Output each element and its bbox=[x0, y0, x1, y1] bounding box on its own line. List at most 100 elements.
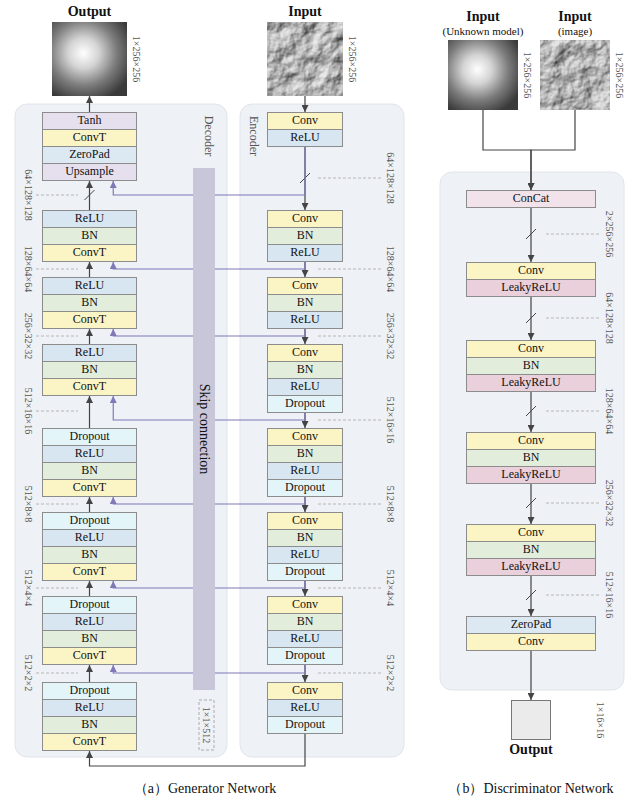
dimension-label: 1×256×256 bbox=[130, 36, 142, 82]
label-holder: 512×16×16 bbox=[603, 572, 615, 618]
layer-box: Conv bbox=[466, 262, 596, 280]
layer-box: ReLU bbox=[267, 699, 343, 717]
layer-box: BN bbox=[267, 361, 343, 379]
label-holder: 64×128×128 bbox=[384, 152, 396, 203]
decoder-panel-ground bbox=[15, 104, 227, 757]
layer-name: ReLU bbox=[290, 246, 319, 260]
layer-box: LeakyReLU bbox=[466, 279, 596, 297]
layer-name: ReLU bbox=[290, 632, 319, 646]
layer-box: Dropout bbox=[42, 428, 137, 446]
layer-name: Conv bbox=[518, 434, 544, 448]
text-holder: Input(Unknown model) bbox=[443, 9, 524, 38]
layer-name: ReLU bbox=[75, 212, 104, 226]
layer-name: Conv bbox=[292, 212, 318, 226]
label-holder: 1×256×256 bbox=[346, 36, 358, 82]
layer-name: BN bbox=[523, 543, 540, 557]
layer-box: BN bbox=[466, 541, 596, 559]
layer-name: Conv bbox=[518, 635, 544, 649]
figure-caption: （b）Discriminator Network bbox=[448, 781, 613, 797]
layer-name: ReLU bbox=[75, 346, 104, 360]
label-holder: 512×8×8 bbox=[384, 486, 396, 522]
layer-name: Dropout bbox=[70, 430, 110, 444]
label-holder: 512×4×4 bbox=[384, 570, 396, 606]
layer-box: Conv bbox=[267, 596, 343, 614]
layer-box: Dropout bbox=[267, 563, 343, 581]
layer-name: Conv bbox=[292, 598, 318, 612]
label-holder: 512×2×2 bbox=[22, 655, 34, 691]
layer-box: Conv bbox=[267, 682, 343, 700]
layer-box: LeakyReLU bbox=[466, 558, 596, 576]
layer-name: BN bbox=[297, 447, 314, 461]
layer-name: Conv bbox=[292, 279, 318, 293]
layer-box: Conv bbox=[267, 512, 343, 530]
output-map: Output bbox=[511, 700, 551, 740]
layer-name: ReLU bbox=[75, 701, 104, 715]
image-heading: Input bbox=[288, 4, 321, 20]
layer-box: ReLU bbox=[267, 378, 343, 396]
image-panel: Input(image) bbox=[540, 40, 610, 110]
layer-box: Conv bbox=[466, 340, 596, 358]
layer-box: Conv bbox=[267, 210, 343, 228]
layer-name: ReLU bbox=[290, 548, 319, 562]
height-map-image bbox=[52, 22, 127, 96]
label-holder: 256×32×32 bbox=[603, 480, 615, 526]
dimension-label: 128×64×64 bbox=[22, 246, 34, 292]
flow-arrow bbox=[89, 96, 90, 112]
layer-box: ReLU bbox=[42, 699, 137, 717]
layer-box: ReLU bbox=[267, 244, 343, 262]
dimension-label: 512×2×2 bbox=[384, 655, 396, 691]
label-holder: 128×64×64 bbox=[22, 246, 34, 292]
layer-name: Conv bbox=[518, 342, 544, 356]
flow-arrow bbox=[530, 392, 531, 432]
layer-name: BN bbox=[81, 718, 98, 732]
layer-name: BN bbox=[81, 464, 98, 478]
layer-box: Tanh bbox=[42, 112, 137, 130]
dimension-label: 1×256×256 bbox=[346, 36, 358, 82]
layer-box: ReLU bbox=[42, 613, 137, 631]
layer-name: Dropout bbox=[285, 565, 325, 579]
network-panel: EncoderConvReLUConvBNReLUConvBNReLUConvB… bbox=[240, 104, 404, 757]
panel-title: Encoder bbox=[246, 116, 260, 156]
layer-box: BN bbox=[42, 716, 137, 734]
label-holder: 512×16×16 bbox=[384, 397, 396, 443]
layer-box: Dropout bbox=[267, 647, 343, 665]
text-holder: Output bbox=[509, 742, 553, 758]
layer-name: ZeroPad bbox=[511, 618, 552, 632]
dimension-label: 64×128×128 bbox=[384, 152, 396, 203]
dimension-label: 512×4×4 bbox=[384, 570, 396, 606]
label-holder: 512×16×16 bbox=[22, 388, 34, 434]
layer-name: Upsample bbox=[65, 165, 114, 179]
layer-name: ZeroPad bbox=[69, 148, 110, 162]
dimension-label: 64×128×128 bbox=[603, 292, 615, 343]
layer-name: ReLU bbox=[290, 380, 319, 394]
layer-name: ReLU bbox=[290, 131, 319, 145]
terrain-image bbox=[267, 22, 343, 96]
dimension-label: 512×16×16 bbox=[603, 572, 615, 618]
layer-box: Dropout bbox=[42, 596, 137, 614]
height-map-image bbox=[448, 40, 518, 110]
layer-name: Dropout bbox=[285, 481, 325, 495]
skip-connection-band: Skip connection bbox=[193, 168, 215, 690]
layer-name: ConvT bbox=[73, 246, 106, 260]
layer-name: Dropout bbox=[70, 514, 110, 528]
layer-name: Dropout bbox=[285, 397, 325, 411]
layer-name: ConvT bbox=[73, 481, 106, 495]
layer-box: ConvT bbox=[42, 733, 137, 751]
layer-name: Dropout bbox=[285, 649, 325, 663]
layer-box: ZeroPad bbox=[466, 616, 596, 634]
image-subheading: (Unknown model) bbox=[443, 25, 524, 38]
layer-box: Dropout bbox=[267, 395, 343, 413]
layer-box: Conv bbox=[267, 277, 343, 295]
layer-name: Conv bbox=[518, 526, 544, 540]
flow-arrow bbox=[89, 665, 90, 682]
layer-name: Conv bbox=[518, 264, 544, 278]
flow-arrow bbox=[89, 262, 90, 277]
label-holder: 256×32×32 bbox=[384, 313, 396, 359]
dimension-label: 256×32×32 bbox=[603, 480, 615, 526]
layer-name: LeakyReLU bbox=[501, 468, 560, 482]
dimension-label: 512×4×4 bbox=[22, 570, 34, 606]
figure-caption: （a）Generator Network bbox=[134, 781, 277, 797]
flow-arrow bbox=[483, 110, 531, 190]
layer-box: BN bbox=[42, 294, 137, 312]
